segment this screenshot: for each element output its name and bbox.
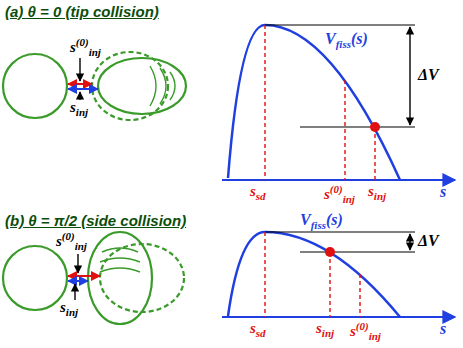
- symbol-label: ΔV: [418, 66, 439, 84]
- index-text: (0): [356, 320, 369, 332]
- symbol-text: s: [70, 99, 76, 115]
- symbol-text: s: [70, 39, 76, 55]
- heading-text: (a) θ = 0 (tip collision): [5, 3, 159, 20]
- symbol-text: s: [250, 183, 256, 199]
- symbol-text: V: [325, 30, 336, 47]
- symbol-text: s: [440, 320, 446, 337]
- symbol-text: s: [368, 183, 374, 199]
- nuclei-a: [3, 52, 186, 120]
- symbol-text: V: [300, 211, 311, 228]
- graph-a: [222, 25, 455, 180]
- nuclei-b: [3, 232, 184, 324]
- index-text: sd: [256, 190, 266, 202]
- symbol-text: s: [316, 320, 322, 336]
- symbol-text: s: [324, 186, 330, 202]
- symbol-text: (s): [326, 211, 343, 228]
- index-text: inj: [322, 327, 334, 339]
- symbol-text: s: [60, 299, 66, 315]
- index-text: inj: [369, 330, 381, 342]
- index-text: inj: [76, 106, 88, 118]
- symbol-label: ssd: [250, 183, 266, 203]
- index-text: inj: [89, 46, 101, 58]
- symbol-label: sinj: [60, 299, 78, 319]
- index-text: fiss: [336, 38, 351, 50]
- symbol-text: ΔV: [418, 66, 439, 83]
- symbol-label: Vfiss(s): [325, 30, 368, 51]
- index-text: (0): [76, 36, 89, 48]
- symbol-text: s: [440, 183, 446, 200]
- symbol-label: Vfiss(s): [300, 211, 343, 232]
- index-text: fiss: [311, 219, 326, 231]
- symbol-label: s(0)inj: [70, 36, 101, 59]
- symbol-label: sinj: [316, 320, 334, 340]
- index-text: inj: [374, 190, 386, 202]
- symbol-text: s: [56, 233, 62, 249]
- symbol-label: s: [440, 320, 446, 338]
- index-text: (0): [62, 230, 75, 242]
- symbol-label: ssd: [250, 320, 266, 340]
- symbol-text: s: [350, 323, 356, 339]
- symbol-label: sinj: [70, 99, 88, 119]
- graph-b: [222, 232, 455, 317]
- symbol-label: s(0)inj: [350, 320, 381, 343]
- symbol-label: ΔV: [418, 232, 439, 250]
- panel-heading: (a) θ = 0 (tip collision): [5, 3, 159, 20]
- symbol-text: (s): [351, 30, 368, 47]
- heading-text: (b) θ = π/2 (side collision): [5, 212, 186, 229]
- index-text: inj: [75, 240, 87, 252]
- index-text: sd: [256, 327, 266, 339]
- index-text: inj: [343, 193, 355, 205]
- symbol-text: s: [250, 320, 256, 336]
- symbol-label: s: [440, 183, 446, 201]
- symbol-label: sinj: [368, 183, 386, 203]
- panel-heading: (b) θ = π/2 (side collision): [5, 212, 186, 229]
- symbol-label: s(0)inj: [324, 183, 355, 206]
- symbol-text: ΔV: [418, 232, 439, 249]
- index-text: inj: [66, 306, 78, 318]
- symbol-label: s(0)inj: [56, 230, 87, 253]
- index-text: (0): [330, 183, 343, 195]
